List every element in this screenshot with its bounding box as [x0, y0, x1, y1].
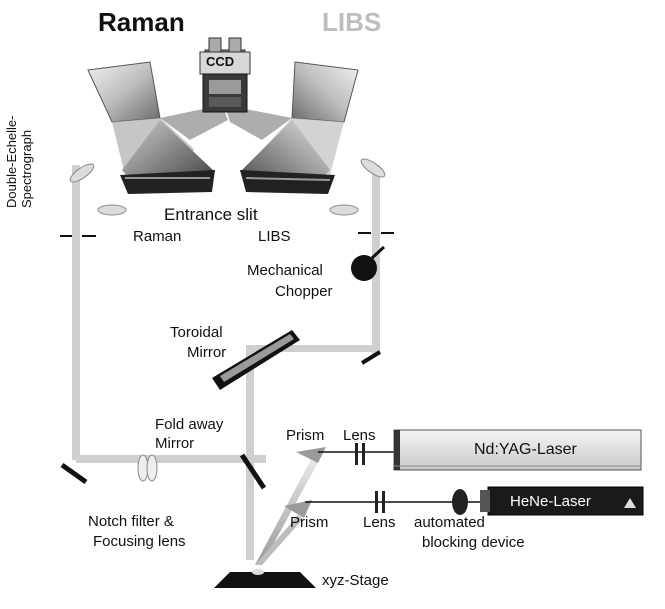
libs-turning-mirror: [360, 350, 382, 365]
toroidal-label-1: Toroidal: [170, 324, 223, 341]
mechanical-chopper: [351, 245, 386, 281]
blocking-device-shape: [452, 489, 468, 515]
lens-bottom-label: Lens: [363, 514, 396, 531]
notch-label-1: Notch filter &: [88, 513, 174, 530]
blocking-label-2: blocking device: [422, 534, 525, 551]
prism-bottom-label: Prism: [290, 514, 329, 531]
foldaway-label-1: Fold away: [155, 416, 224, 433]
libs-upper-mirror: [360, 158, 386, 178]
laser-beams: [255, 447, 490, 565]
ndyag-label: Nd:YAG-Laser: [474, 441, 577, 458]
chopper-label-1: Mechanical: [247, 262, 323, 279]
foldaway-label-2: Mirror: [155, 435, 195, 452]
lens-top-label: Lens: [343, 427, 376, 444]
libs-lower-mirror: [329, 204, 359, 216]
slit-libs-label: LIBS: [258, 228, 291, 245]
stage-label: xyz-Stage: [322, 572, 389, 589]
blocking-label-1: automated: [414, 514, 485, 531]
raman-title: Raman: [98, 7, 185, 37]
toroidal-mirror: [212, 330, 300, 390]
toroidal-label-2: Mirror: [187, 344, 227, 361]
entrance-slits: [60, 232, 394, 237]
chopper-label-2: Chopper: [275, 283, 333, 300]
raman-spectrograph: [87, 61, 228, 194]
notch-filter-lens: [137, 454, 158, 482]
raman-turning-mirror: [60, 462, 88, 485]
hene-label: HeNe-Laser: [510, 493, 591, 510]
raman-horizontal-beam: [76, 455, 266, 463]
libs-spectrograph: [225, 61, 359, 194]
ccd-label: CCD: [206, 54, 235, 69]
raman-vertical-beam: [72, 165, 80, 460]
ccd-camera: [199, 37, 251, 113]
spectrograph-mirrors: [69, 158, 386, 216]
notch-label-2: Focusing lens: [93, 533, 186, 550]
laser-lenses: [355, 443, 468, 515]
entrance-slit-label: Entrance slit: [164, 205, 258, 224]
spectrograph-label: Double-Echelle-Spectrograph: [4, 115, 34, 209]
hene-laser-box: [480, 486, 644, 516]
ndyag-laser-box: [393, 429, 642, 471]
libs-vertical-beam: [372, 165, 380, 355]
prism-top-label: Prism: [286, 427, 325, 444]
raman-lower-mirror: [97, 204, 127, 216]
xyz-stage: [214, 569, 316, 588]
fold-away-mirror-shape: [239, 453, 267, 490]
libs-horizontal-beam: [246, 345, 376, 352]
central-vertical-beam: [246, 345, 254, 560]
slit-raman-label: Raman: [133, 228, 182, 245]
raman-upper-mirror: [69, 163, 95, 183]
libs-title: LIBS: [322, 7, 382, 37]
beam-paths: [72, 165, 380, 560]
